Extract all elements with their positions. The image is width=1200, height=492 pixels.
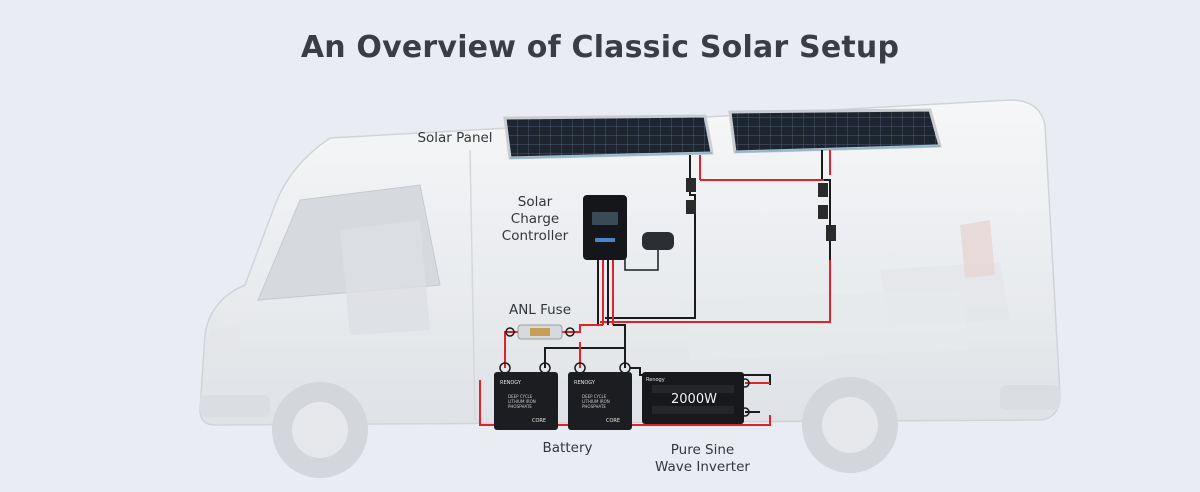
label-solar-panel: Solar Panel: [417, 130, 493, 146]
label-inverter: Pure Sine Wave Inverter: [655, 442, 750, 475]
inverter: Renogy 2000W: [642, 372, 750, 424]
battery-2: RENOGY DEEP CYCLE LITHIUM IRON PHOSPHATE…: [568, 372, 632, 430]
svg-text:PHOSPHATE: PHOSPHATE: [508, 404, 532, 409]
battery-2-brand: RENOGY: [574, 380, 596, 386]
label-anl-fuse: ANL Fuse: [508, 302, 572, 318]
battery-1-brand: RENOGY: [500, 380, 522, 386]
label-battery: Battery: [542, 440, 593, 456]
svg-text:PHOSPHATE: PHOSPHATE: [582, 404, 606, 409]
page-title: An Overview of Classic Solar Setup: [300, 30, 900, 65]
svg-text:LITHIUM IRON: LITHIUM IRON: [582, 399, 610, 404]
charge-controller: [583, 195, 627, 325]
svg-text:LITHIUM IRON: LITHIUM IRON: [508, 399, 536, 404]
panel-wiring: [600, 150, 836, 323]
inverter-rating: 2000W: [671, 392, 717, 407]
bluetooth-module: [624, 232, 674, 271]
svg-text:DEEP CYCLE: DEEP CYCLE: [582, 394, 607, 399]
van-body: [199, 99, 1061, 478]
battery-wiring: [479, 324, 771, 426]
svg-text:DEEP CYCLE: DEEP CYCLE: [508, 394, 533, 399]
solar-panel-right: [728, 108, 942, 154]
svg-text:CORE: CORE: [532, 418, 546, 424]
svg-text:CORE: CORE: [606, 418, 620, 424]
battery-1: RENOGY DEEP CYCLE LITHIUM IRON PHOSPHATE…: [494, 372, 558, 430]
label-charge-controller: Solar Charge Controller: [501, 194, 569, 244]
anl-fuse: [505, 324, 575, 340]
inverter-brand: Renogy: [646, 377, 665, 383]
solar-panel-left: [503, 114, 714, 160]
